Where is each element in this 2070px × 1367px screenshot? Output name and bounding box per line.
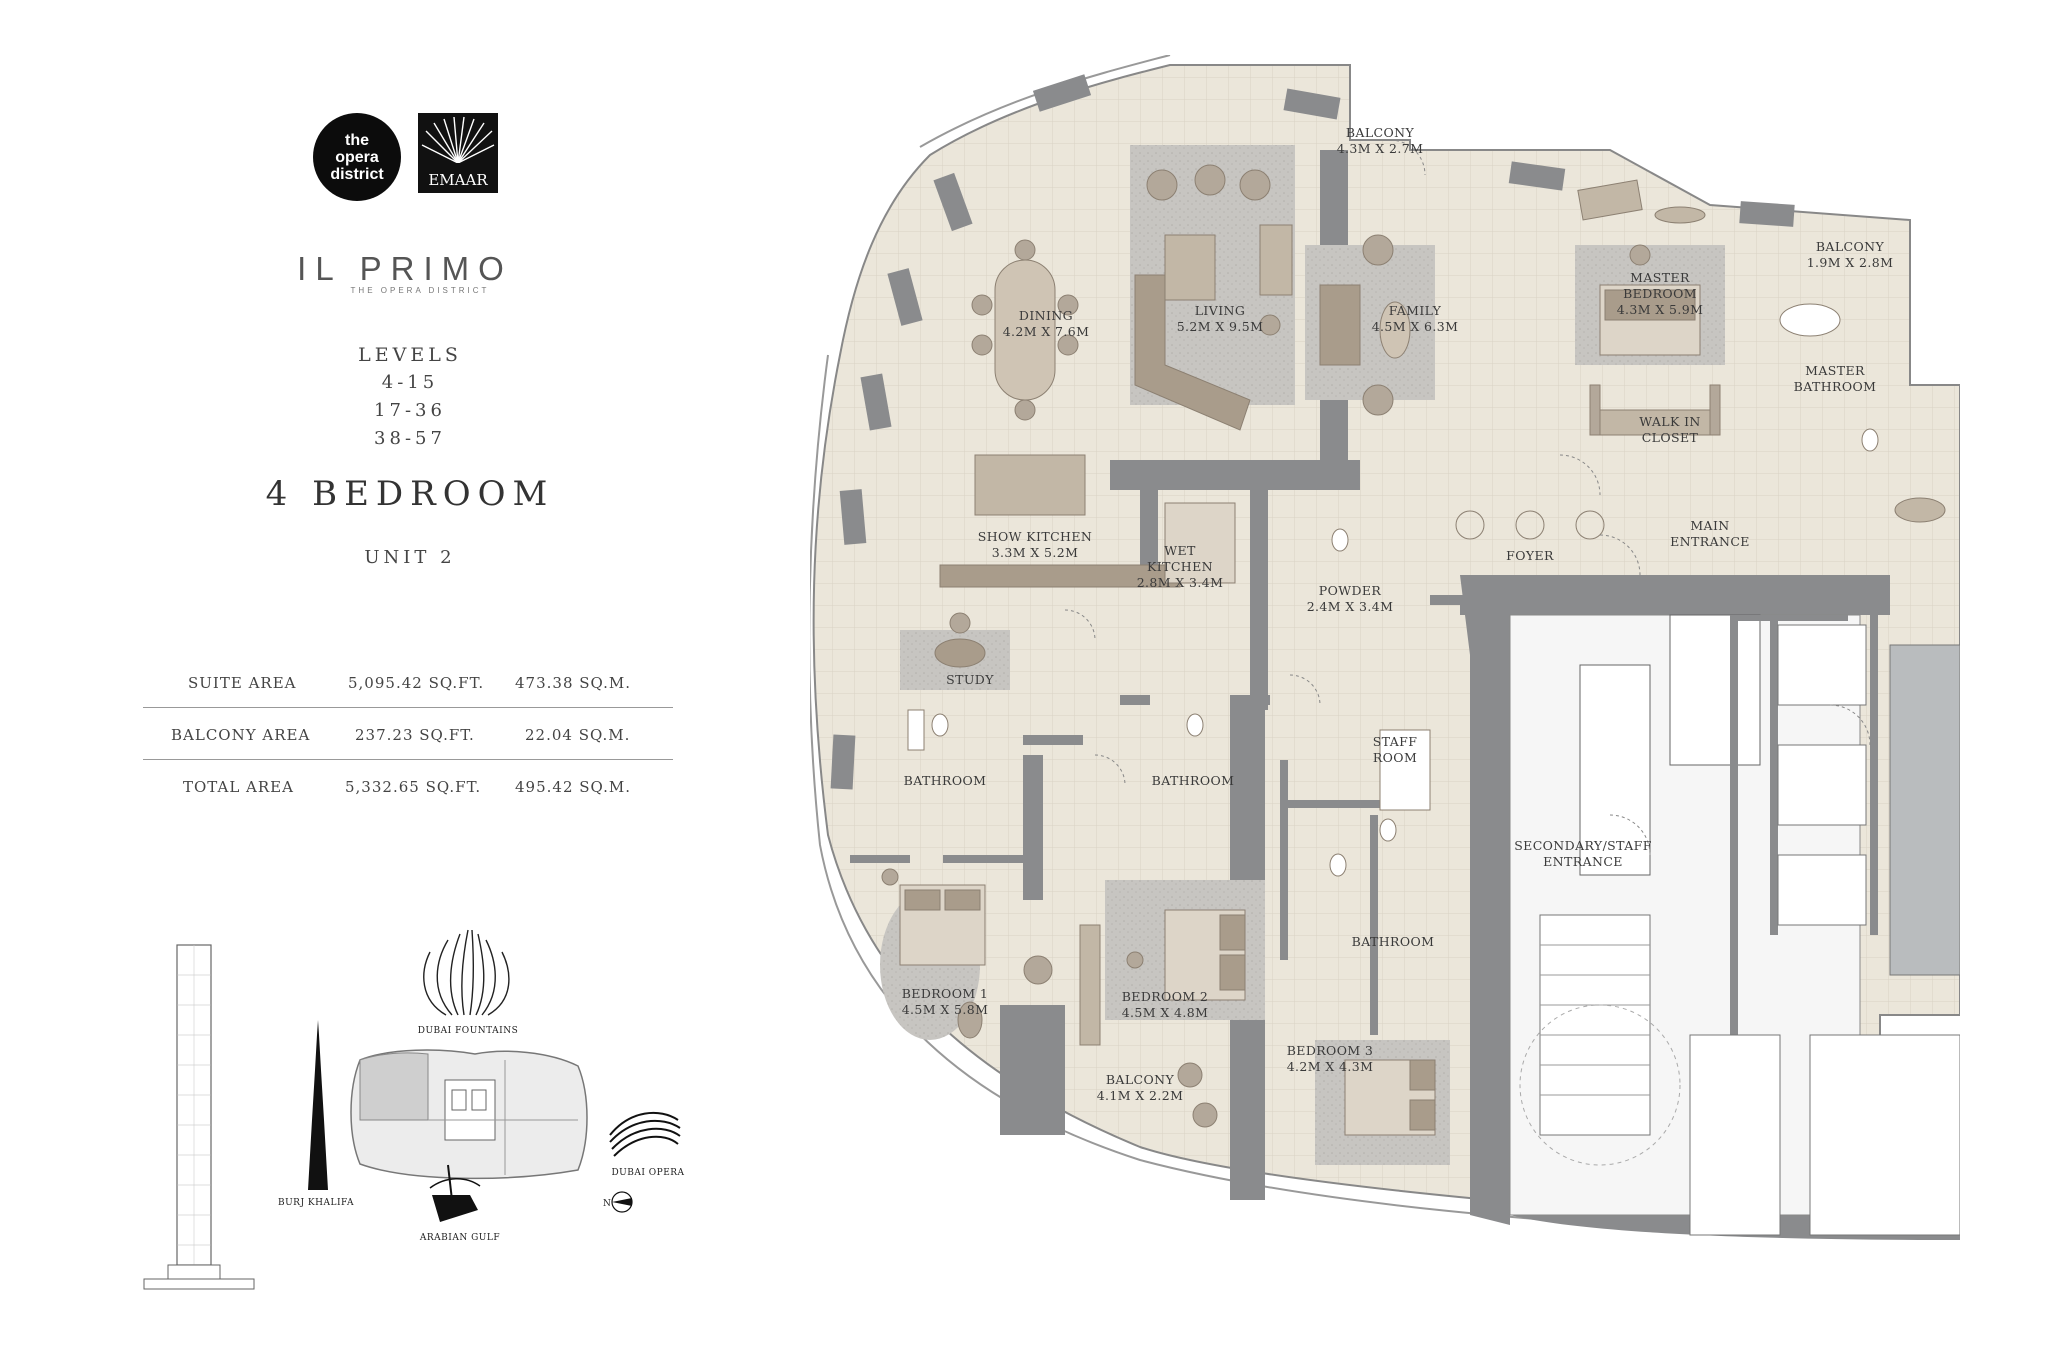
table-divider: [143, 707, 673, 708]
label-dubai-fountains: DUBAI FOUNTAINS: [418, 1026, 519, 1036]
label-balcony-master: BALCONY: [1816, 239, 1885, 254]
level-range: 38-57: [374, 428, 446, 449]
area-sqm: 473.38 SQ.M.: [515, 674, 631, 692]
label-secondary-entrance-2: ENTRANCE: [1543, 854, 1623, 869]
area-row-suite: SUITE AREA 5,095.42 SQ.FT. 473.38 SQ.M.: [143, 658, 673, 710]
label-bathroom-1: BATHROOM: [904, 773, 987, 788]
level-range: 17-36: [374, 400, 446, 421]
label-master-bedroom: MASTER: [1630, 270, 1690, 285]
label-dubai-opera: DUBAI OPERA: [611, 1168, 684, 1178]
area-label: BALCONY AREA: [171, 726, 311, 744]
area-label: SUITE AREA: [188, 674, 297, 692]
emaar-wordmark: EMAAR: [428, 171, 488, 189]
emaar-logo: EMAAR: [418, 113, 498, 193]
label-bedroom-1: BEDROOM 1: [902, 986, 989, 1001]
label-master-bedroom-dims: 4.3M X 5.9M: [1617, 302, 1704, 317]
area-row-total: TOTAL AREA 5,332.65 SQ.FT. 495.42 SQ.M.: [143, 762, 673, 814]
area-sqm: 495.42 SQ.M.: [515, 778, 631, 796]
opera-district-logo: the opera district: [313, 113, 401, 201]
table-divider: [143, 759, 673, 760]
area-sqm: 22.04 SQ.M.: [525, 726, 631, 744]
label-master-bathroom: MASTER: [1805, 363, 1865, 378]
label-balcony-bottom: BALCONY: [1106, 1072, 1175, 1087]
room-labels: BALCONY 4.3M X 2.7M BALCONY 1.9M X 2.8M …: [902, 125, 1894, 1103]
label-foyer: FOYER: [1506, 548, 1554, 563]
tower-elevation: [143, 944, 255, 1290]
dubai-opera-icon: [609, 1111, 681, 1157]
facade-fins: [830, 74, 1795, 790]
area-row-balcony: BALCONY AREA 237.23 SQ.FT. 22.04 SQ.M.: [143, 710, 673, 762]
furniture: [881, 164, 1946, 1136]
label-arabian-gulf: ARABIAN GULF: [419, 1233, 500, 1243]
label-wet-kitchen: WET: [1164, 543, 1196, 558]
unit-number: UNIT 2: [364, 547, 456, 568]
levels-title: LEVELS: [358, 344, 462, 366]
label-master-bathroom-2: BATHROOM: [1794, 379, 1877, 394]
label-wet-kitchen-2: KITCHEN: [1147, 559, 1213, 574]
label-balcony-top-dims: 4.3M X 2.7M: [1337, 141, 1424, 156]
label-staff-room-2: ROOM: [1373, 750, 1417, 765]
label-secondary-entrance: SECONDARY/STAFF: [1514, 838, 1652, 853]
label-family: FAMILY: [1389, 303, 1442, 318]
label-show-kitchen: SHOW KITCHEN: [978, 529, 1092, 544]
label-staff-room: STAFF: [1373, 734, 1418, 749]
unit-type-title: 4 BEDROOM: [265, 474, 555, 514]
label-bathroom-2: BATHROOM: [1152, 773, 1235, 788]
label-dining: DINING: [1019, 308, 1073, 323]
door-swings: [1064, 139, 1871, 856]
label-balcony-master-dims: 1.9M X 2.8M: [1807, 255, 1894, 270]
north-label: N: [603, 1199, 611, 1209]
label-burj-khalifa: BURJ KHALIFA: [278, 1198, 354, 1208]
label-powder-dims: 2.4M X 3.4M: [1307, 599, 1394, 614]
arabian-gulf-dhow-icon: [429, 1164, 481, 1222]
key-plan: DUBAI FOUNTAINS BURJ KHALIFA DUBAI OPERA…: [278, 929, 684, 1243]
logo-word-2: opera: [335, 148, 379, 166]
dubai-fountains-icon: [423, 929, 510, 1016]
logo-word-1: the: [345, 131, 369, 149]
label-living-dims: 5.2M X 9.5M: [1177, 319, 1264, 334]
label-master-bedroom-2: BEDROOM: [1623, 286, 1697, 301]
level-range: 4-15: [381, 372, 439, 393]
area-sqft: 5,332.65 SQ.FT.: [345, 778, 482, 796]
project-subtitle: THE OPERA DISTRICT: [350, 286, 490, 295]
project-name: IL PRIMO: [297, 250, 513, 287]
north-arrow-icon: N: [603, 1191, 633, 1213]
label-show-kitchen-dims: 3.3M X 5.2M: [992, 545, 1079, 560]
label-bedroom-2-dims: 4.5M X 4.8M: [1122, 1005, 1209, 1020]
building-footprint: [350, 1049, 588, 1180]
area-sqft: 237.23 SQ.FT.: [355, 726, 475, 744]
label-main-entrance: MAIN: [1690, 518, 1729, 533]
label-balcony-top: BALCONY: [1346, 125, 1415, 140]
building-core: [1460, 575, 1960, 1240]
area-sqft: 5,095.42 SQ.FT.: [348, 674, 485, 692]
label-balcony-bottom-dims: 4.1M X 2.2M: [1097, 1088, 1184, 1103]
label-powder: POWDER: [1319, 583, 1382, 598]
label-bedroom-3: BEDROOM 3: [1287, 1043, 1374, 1058]
label-study: STUDY: [946, 672, 994, 687]
label-dining-dims: 4.2M X 7.6M: [1003, 324, 1090, 339]
label-walk-in-closet: WALK IN: [1639, 414, 1701, 429]
label-bedroom-2: BEDROOM 2: [1122, 989, 1209, 1004]
label-wet-kitchen-dims: 2.8M X 3.4M: [1137, 575, 1224, 590]
label-family-dims: 4.5M X 6.3M: [1372, 319, 1459, 334]
label-bathroom-3: BATHROOM: [1352, 934, 1435, 949]
floor-plan: BALCONY 4.3M X 2.7M BALCONY 1.9M X 2.8M …: [810, 55, 1960, 1240]
burj-khalifa-icon: [308, 1020, 328, 1190]
logo-word-3: district: [330, 165, 384, 183]
label-bedroom-1-dims: 4.5M X 5.8M: [902, 1002, 989, 1017]
label-main-entrance-2: ENTRANCE: [1670, 534, 1750, 549]
label-bedroom-3-dims: 4.2M X 4.3M: [1287, 1059, 1374, 1074]
label-walk-in-closet-2: CLOSET: [1642, 430, 1699, 445]
emaar-sunburst-icon: EMAAR: [418, 113, 498, 193]
label-living: LIVING: [1195, 303, 1246, 318]
area-label: TOTAL AREA: [183, 778, 294, 796]
